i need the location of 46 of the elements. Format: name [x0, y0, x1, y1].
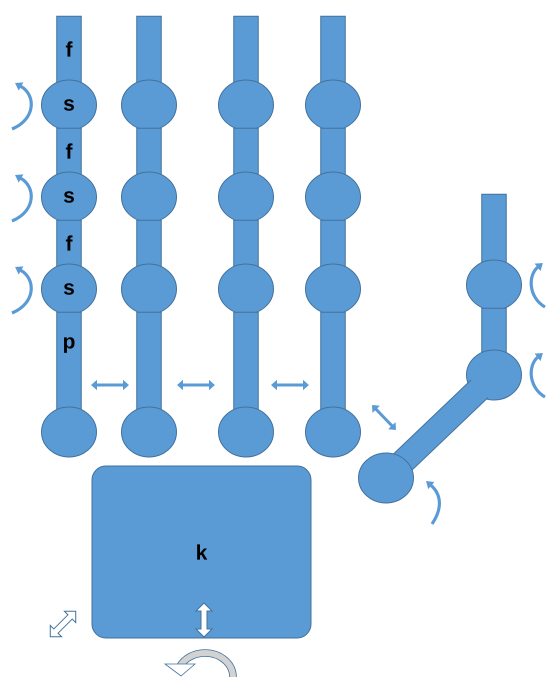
bone-bar: [56, 128, 82, 175]
bone-bar: [136, 128, 162, 175]
bone-bar: [136, 16, 162, 83]
letter-label: f: [66, 41, 73, 57]
letter-label: s: [64, 99, 74, 111]
palm-box: [92, 466, 312, 638]
bone-bar: [56, 220, 82, 267]
joint-circle: [305, 172, 361, 222]
letter-label: k: [197, 544, 208, 560]
joint-circle: [121, 406, 177, 458]
joint-circle: [121, 80, 177, 130]
letter-label: p: [64, 337, 75, 353]
bone-bar: [233, 220, 259, 267]
bone-bar: [233, 128, 259, 175]
joint-circle: [466, 260, 522, 310]
joint-circle: [121, 264, 177, 314]
bone-bar: [320, 128, 346, 175]
joint-circle: [41, 406, 97, 458]
joint-circle: [218, 80, 274, 130]
joint-circle: [41, 264, 97, 314]
bone-bar: [320, 312, 346, 410]
letter-label: f: [66, 143, 73, 159]
bone-bar: [233, 312, 259, 410]
bone-bar: [136, 220, 162, 267]
bone-bar: [481, 308, 507, 353]
bone-bar: [481, 194, 507, 263]
joint-circle: [218, 264, 274, 314]
joint-circle: [358, 452, 414, 504]
joint-circle: [305, 80, 361, 130]
joint-circle: [41, 172, 97, 222]
letter-label: s: [64, 191, 74, 203]
joint-circle: [305, 406, 361, 458]
letter-label: f: [66, 235, 73, 251]
bone-bar: [320, 16, 346, 83]
joint-circle: [305, 264, 361, 314]
bone-bar: [136, 312, 162, 410]
bone-bar: [233, 16, 259, 83]
joint-circle: [466, 350, 522, 400]
joint-circle: [218, 172, 274, 222]
bone-bar: [56, 16, 82, 83]
joint-circle: [41, 80, 97, 130]
bone-bar: [56, 312, 82, 410]
letter-label: s: [64, 283, 74, 295]
joint-circle: [218, 406, 274, 458]
bone-bar: [320, 220, 346, 267]
joint-circle: [121, 172, 177, 222]
